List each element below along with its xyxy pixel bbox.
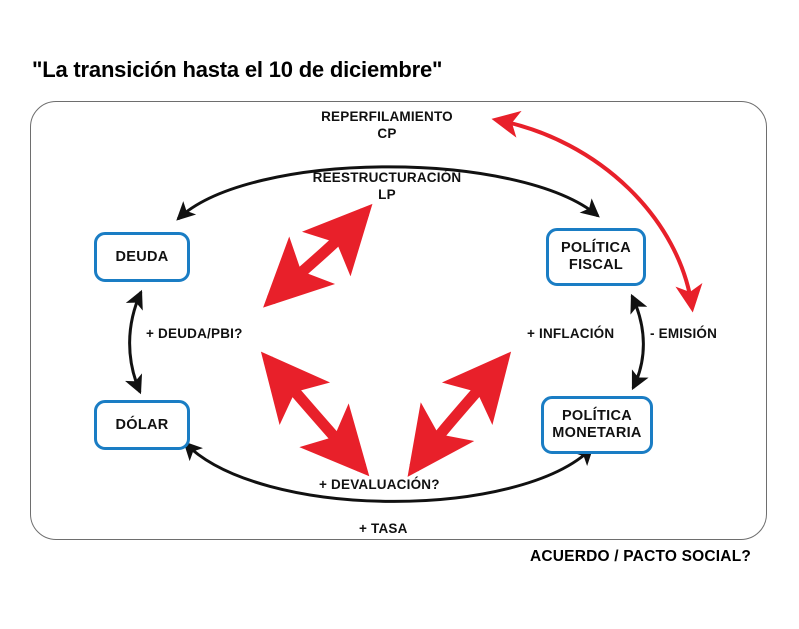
edge-label-reperfilamiento-line2: CP	[377, 125, 397, 141]
edge-label-tasa: + TASA	[359, 521, 408, 536]
footer-note: ACUERDO / PACTO SOCIAL?	[530, 548, 752, 565]
diagram-frame	[30, 101, 767, 540]
node-dolar[interactable]: DÓLAR	[94, 400, 190, 450]
node-politica-fiscal[interactable]: POLÍTICA FISCAL	[546, 228, 646, 286]
edge-label-deuda-pbi: + DEUDA/PBI?	[146, 326, 243, 341]
edge-label-reestructuracion: REESTRUCTURACIÓN LP	[307, 170, 467, 204]
edge-label-emision: - EMISIÓN	[650, 326, 718, 341]
edge-label-devaluacion: + DEVALUACIÓN?	[319, 477, 440, 492]
edge-label-reestructuracion-line1: REESTRUCTURACIÓN	[312, 170, 462, 185]
node-politica-fiscal-label-line2: FISCAL	[568, 257, 624, 273]
node-deuda[interactable]: DEUDA	[94, 232, 190, 282]
node-deuda-label: DEUDA	[115, 248, 169, 265]
page-title: "La transición hasta el 10 de diciembre"	[32, 57, 443, 82]
node-politica-monetaria-label-line2: MONETARIA	[552, 425, 642, 441]
edge-label-reperfilamiento: REPERFILAMIENTO CP	[317, 109, 457, 143]
node-politica-fiscal-label-line1: POLÍTICA	[560, 240, 632, 257]
edge-label-inflacion: + INFLACIÓN	[527, 326, 615, 341]
edge-label-reestructuracion-line2: LP	[378, 186, 396, 202]
edge-label-reperfilamiento-line1: REPERFILAMIENTO	[321, 109, 453, 124]
node-politica-monetaria[interactable]: POLÍTICA MONETARIA	[541, 396, 653, 454]
node-dolar-label: DÓLAR	[115, 416, 169, 433]
node-politica-monetaria-label-line1: POLÍTICA	[561, 408, 633, 425]
